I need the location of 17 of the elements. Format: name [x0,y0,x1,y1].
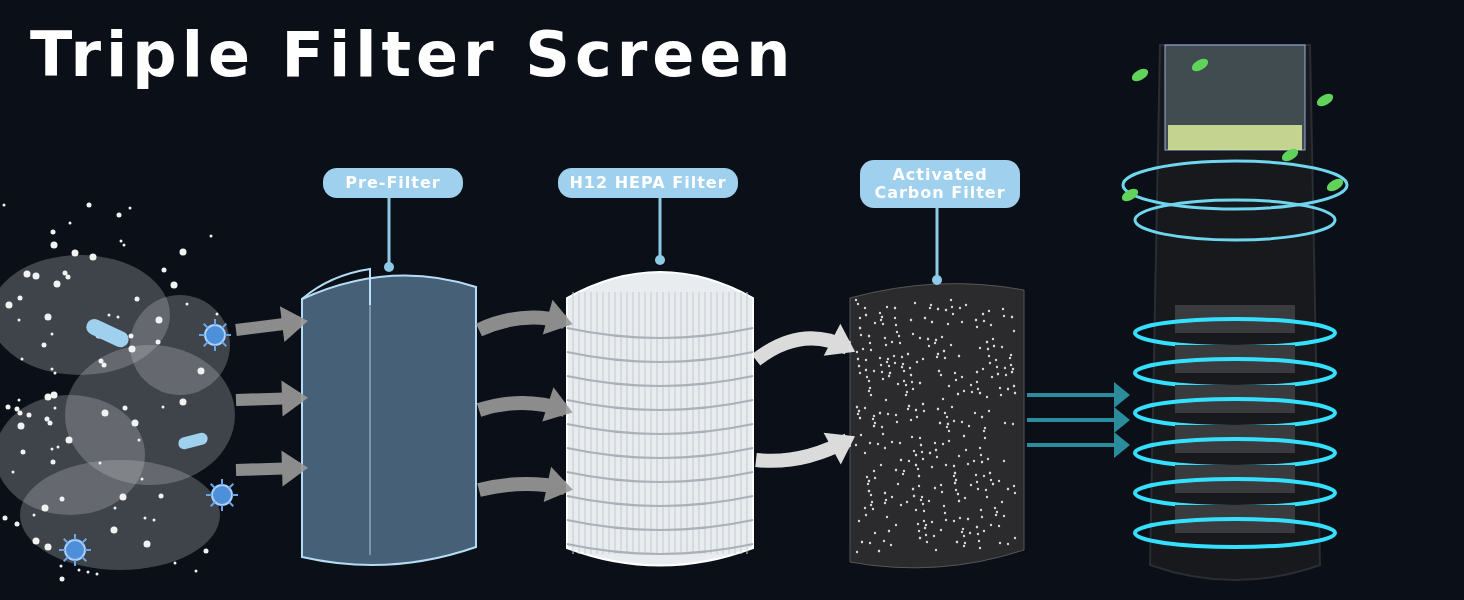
flow-arrow [477,387,573,423]
flow-arrow [235,380,308,417]
filter-label: Activated Carbon Filter [860,160,1020,208]
flow-arrow [235,306,308,343]
flow-arrow [755,432,856,468]
flow-arrow [476,300,573,337]
filter-label: H12 HEPA Filter [558,168,738,198]
flow-arrow [1027,407,1130,433]
flow-arrow [1027,432,1130,458]
flow-arrow [1027,382,1130,408]
leader-line [655,198,665,265]
flow-arrow [477,466,573,503]
flow-arrow [235,450,308,487]
pre-filter-drawing [300,265,478,565]
filter-label: Pre-Filter [323,168,463,198]
title: Triple Filter Screen [30,18,796,91]
leader-line [384,198,394,272]
